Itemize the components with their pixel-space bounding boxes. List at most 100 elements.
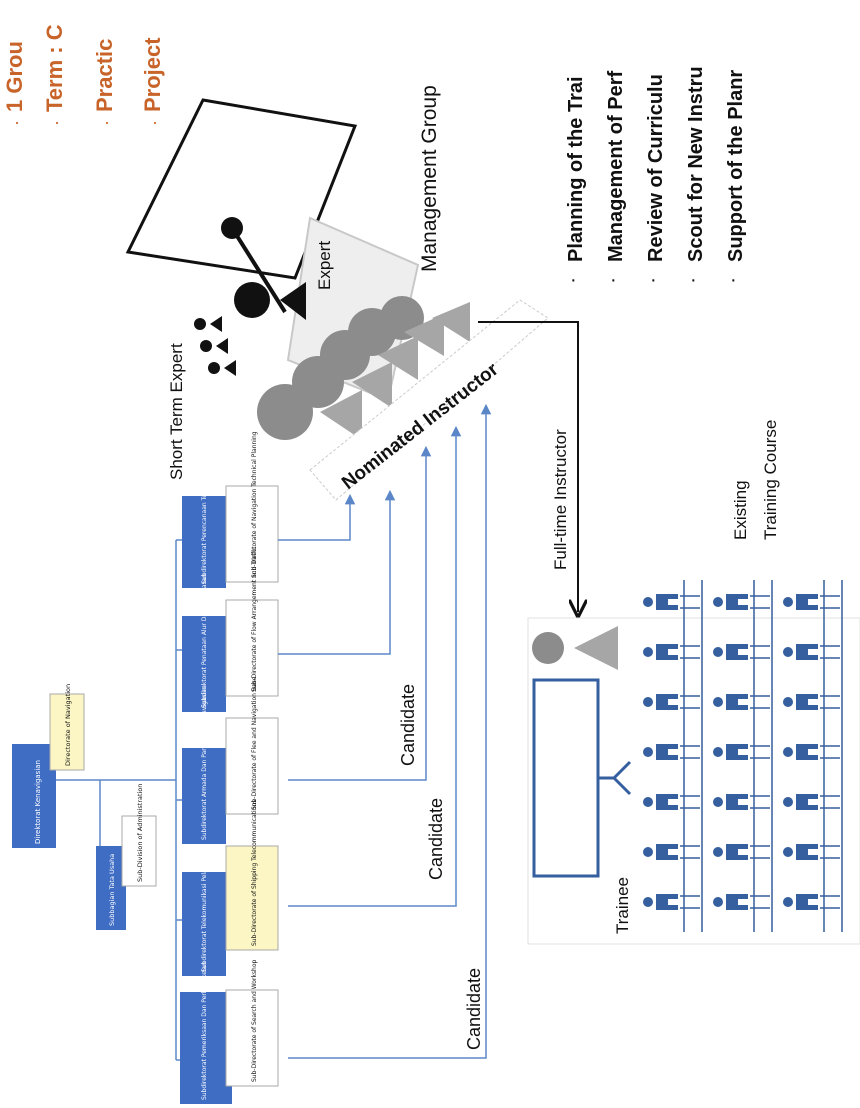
header-bullet-list: 1 Grou Term : C Practic Project · · · ·: [2, 24, 165, 132]
subdirectorate-IV: Subdirektorat Telekomunikasi Pelayaran S…: [182, 800, 279, 976]
task-item-3: Review of Curriculu: [645, 74, 667, 262]
subdir-box-V: [180, 992, 232, 1104]
task-list: Planning of the Trai Management of Perf …: [565, 66, 747, 291]
subdir-name-III: Subdirektorat Armada Dan Pangkalan Kenav…: [201, 685, 208, 840]
admin-note: [121, 815, 157, 887]
header-bullet-marker-4: ·: [152, 112, 158, 132]
ni-body-3: [378, 336, 418, 380]
subdirectorate-I: Subdirektorat Perencanaan Teknis Kenavig…: [182, 431, 279, 588]
candidate-label-1: Candidate: [398, 684, 418, 766]
header-bullet-marker-2: ·: [54, 112, 60, 132]
instructor-head: [532, 632, 564, 664]
org-tree-lines: [56, 539, 192, 1061]
task-bullet-4: ·: [690, 269, 697, 291]
subdirectorate-V: Subdirektorat Pemeriksaan Dan Perbengkel…: [180, 959, 279, 1104]
short-term-experts: Short Term Expert: [167, 316, 236, 480]
ste-body-2: [216, 338, 228, 354]
subdir-name-II: Subdirektorat Penataan Alur Dan Perlinta…: [201, 574, 208, 708]
admin-name-en: Sub-Division of Administration: [136, 784, 144, 882]
ste-head-3: [208, 362, 220, 374]
header-bullet-3: Practic: [92, 39, 117, 112]
ste-head-2: [200, 340, 212, 352]
trainee-desk-row: [683, 580, 703, 932]
candidate-arrow-4: [288, 425, 462, 907]
task-item-4: Scout for New Instru: [685, 66, 707, 262]
trainee-desk-row: [753, 580, 773, 932]
subdir-box-I: [182, 496, 226, 588]
candidate-label-3: Candidate: [464, 968, 484, 1050]
subdir-name-en-I: Sub-Directorate of Navigation Technical …: [251, 431, 258, 578]
subdir-box-II: [182, 616, 226, 712]
candidate-arrow-3: [288, 445, 432, 781]
subdir-box-III: [182, 748, 226, 844]
subdir-name-en-IV: Sub-Directorate of Shipping Telecommunic…: [251, 800, 258, 946]
candidate-arrow-2: [278, 489, 396, 655]
subdir-note-IV: [225, 845, 279, 951]
expert-figure: Expert: [221, 217, 334, 320]
subdir-box-IV: [182, 872, 226, 976]
task-item-1: Planning of the Trai: [565, 76, 587, 262]
subdir-name-IV: Subdirektorat Telekomunikasi Pelayaran: [201, 852, 208, 972]
desk-shape: [125, 98, 358, 280]
trainee-figure: [642, 593, 701, 611]
expert-head: [234, 282, 270, 318]
trainee-label: Trainee: [613, 877, 632, 934]
expert-label: Expert: [315, 241, 334, 290]
subdir-note-II: [225, 599, 279, 697]
full-time-instructor-label: Full-time Instructor: [551, 429, 570, 570]
classroom: Trainee: [527, 580, 860, 945]
header-bullet-marker-1: ·: [14, 112, 20, 132]
ni-body-5: [432, 302, 470, 342]
subdir-name-en-V: Sub-Directorate of Search and Workshop: [251, 959, 258, 1082]
subdir-name-V: Subdirektorat Pemeriksaan Dan Perbengkel…: [201, 962, 208, 1100]
director-name-en: Directorate of Navigation: [64, 684, 72, 766]
subdir-note-V: [225, 989, 279, 1087]
whiteboard-stand: [598, 760, 632, 796]
whiteboard: [532, 678, 600, 878]
header-bullet-2: Term : C: [42, 24, 67, 112]
candidate-arrows: Candidate Candidate Candidate: [278, 403, 492, 1059]
existing-course-label-2: Training Course: [761, 420, 780, 540]
ni-body-4: [404, 314, 444, 356]
expert-pointer-head: [221, 217, 243, 239]
header-bullet-4: Project: [140, 37, 165, 112]
task-bullet-2: ·: [610, 269, 617, 291]
task-bullet-1: ·: [570, 269, 577, 291]
header-bullet-marker-3: ·: [104, 112, 110, 132]
task-item-5: Support of the Planr: [725, 70, 747, 262]
director-box: [12, 744, 56, 848]
candidate-arrow-1: [278, 493, 356, 541]
instructor-body: [574, 626, 618, 670]
expert-body: [280, 282, 306, 320]
director-name: Direktorat Kenavigasian: [34, 760, 42, 844]
header-bullet-1: 1 Grou: [2, 41, 27, 112]
short-term-expert-label: Short Term Expert: [167, 343, 186, 480]
trainee-figure: [712, 593, 771, 611]
ste-body-1: [210, 316, 222, 332]
ste-head-1: [194, 318, 206, 330]
ni-body-1: [320, 390, 362, 440]
admin-name: Subbagian Tata Usaha: [108, 854, 116, 926]
subdir-note-III: [225, 717, 279, 815]
ste-body-3: [224, 360, 236, 376]
org-chart: Direktorat Kenavigasian Directorate of N…: [12, 431, 279, 1104]
admin-box: [96, 846, 126, 930]
instructor-to-trainee-arrow: [478, 321, 578, 612]
subdir-name-en-II: Sub-Directorate of Flow Arrangement and …: [251, 547, 258, 692]
director-note: [49, 693, 85, 771]
expert-arm: [230, 226, 287, 314]
candidate-arrow-5: [288, 403, 492, 1059]
existing-course-label-1: Existing: [731, 480, 750, 540]
ni-body-2: [352, 362, 392, 408]
subdir-note-I: [225, 485, 279, 583]
nominated-instructor-banner: [309, 299, 549, 501]
trainee-figure: [782, 593, 841, 611]
subdirectorate-II: Subdirektorat Penataan Alur Dan Perlinta…: [182, 547, 279, 712]
task-bullet-3: ·: [650, 269, 657, 291]
task-bullet-5: ·: [730, 269, 737, 291]
subdir-name-en-III: Sub-Directorate of Flee and Navigation B…: [251, 676, 258, 810]
management-group-label: Management Group: [418, 85, 441, 272]
subdir-name-I: Subdirektorat Perencanaan Teknis Kenavig…: [201, 440, 208, 584]
subdirectorate-III: Subdirektorat Armada Dan Pangkalan Kenav…: [182, 676, 279, 844]
